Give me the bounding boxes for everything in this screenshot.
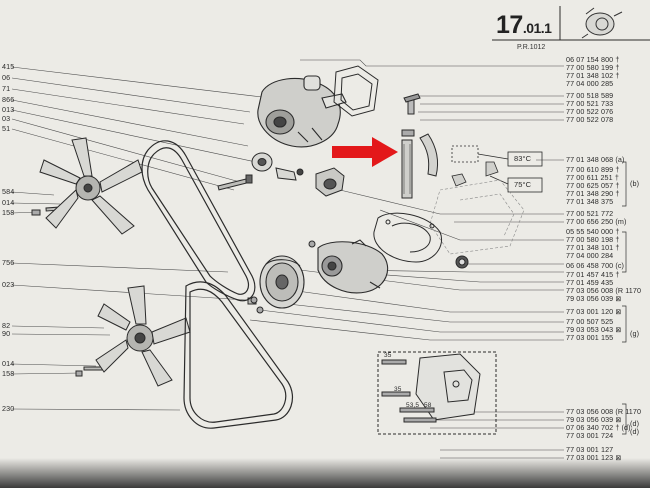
bolt-size: 35 bbox=[394, 386, 402, 393]
part-number: 77 03 001 155 bbox=[566, 333, 614, 342]
bolt-size: 58 bbox=[424, 402, 432, 409]
coolant-hose-drawing bbox=[401, 93, 439, 199]
hardware-drawings bbox=[31, 209, 316, 377]
bolt-size: 53,5 bbox=[406, 402, 420, 409]
upper-drive-belt-drawing bbox=[141, 140, 256, 302]
variant-mark: (g) bbox=[630, 329, 640, 338]
variant-mark: (b) bbox=[630, 179, 640, 188]
part-number: 05 55 540 000 † bbox=[566, 227, 620, 236]
part-number: 77 01 348 101 † bbox=[566, 243, 620, 252]
part-number: 77 00 610 899 † bbox=[566, 165, 620, 174]
thermostat-housing-drawing bbox=[315, 167, 345, 197]
part-number: 77 03 001 123 ⊠ bbox=[566, 453, 622, 462]
pump-pulley-drawing bbox=[259, 255, 305, 309]
part-number: 77 01 348 290 † bbox=[566, 189, 620, 198]
left-ref: 584 bbox=[2, 187, 15, 196]
part-number: 06 06 458 700 (c) bbox=[566, 261, 625, 270]
mounting-bracket-drawing bbox=[377, 351, 497, 435]
upper-fan-drawing bbox=[39, 137, 143, 235]
part-number: 77 00 522 076 bbox=[566, 107, 614, 116]
part-number: 77 01 457 415 † bbox=[566, 270, 620, 279]
part-number: 77 00 656 250 (m) bbox=[566, 217, 627, 226]
left-ref: 866 bbox=[2, 95, 15, 104]
right-leader-lines bbox=[249, 59, 564, 459]
part-number: 77 03 001 724 bbox=[566, 431, 614, 440]
part-number: 77 00 518 589 bbox=[566, 91, 614, 100]
part-number: 06 07 154 800 † bbox=[566, 55, 620, 64]
left-ref: 03 bbox=[2, 114, 11, 123]
part-number: 79 03 053 043 ⊠ bbox=[566, 325, 622, 334]
pump-thumbnail-icon bbox=[581, 7, 623, 39]
left-ref: 158 bbox=[2, 369, 15, 378]
left-leader-lines bbox=[11, 66, 263, 411]
left-ref: 023 bbox=[2, 280, 15, 289]
part-number: 77 03 056 008 (R 1170 bbox=[566, 286, 642, 295]
radiator-ghost-drawing bbox=[429, 179, 525, 255]
variant-brackets bbox=[622, 161, 627, 435]
highlight-arrow bbox=[332, 137, 398, 167]
small-seal-drawing bbox=[455, 255, 469, 269]
part-number: 77 01 459 435 bbox=[566, 278, 614, 287]
part-number: 77 03 001 120 ⊠ bbox=[566, 307, 622, 316]
part-number: 07 06 340 702 † (d) bbox=[566, 423, 631, 432]
part-number: 77 00 521 772 bbox=[566, 209, 614, 218]
part-number: 77 00 580 198 † bbox=[566, 235, 620, 244]
part-number: 77 03 056 008 (R 1170 bbox=[566, 407, 642, 416]
thermostat-temp-83: 83°C bbox=[514, 154, 532, 163]
part-number: 79 03 056 039 ⊠ bbox=[566, 294, 622, 303]
part-number: 77 00 522 078 bbox=[566, 115, 614, 124]
part-number: 77 03 001 127 bbox=[566, 445, 614, 454]
part-number: 77 00 611 251 † bbox=[566, 173, 619, 182]
part-number: 77 04 000 284 bbox=[566, 251, 614, 260]
lower-water-pump-drawing bbox=[317, 239, 389, 294]
part-number: 77 01 348 102 † bbox=[566, 71, 620, 80]
part-number: 79 03 056 039 ⊠ bbox=[566, 415, 622, 424]
left-ref: 756 bbox=[2, 258, 15, 267]
part-number: 77 01 348 068 (a) bbox=[566, 155, 625, 164]
part-number: 77 00 521 733 bbox=[566, 99, 614, 108]
left-ref: 013 bbox=[2, 105, 15, 114]
thermostat-variant-boxes bbox=[451, 145, 543, 193]
variant-mark: (d) bbox=[630, 419, 640, 428]
part-number: 77 01 348 375 bbox=[566, 197, 614, 206]
variant-mark: (d) bbox=[630, 427, 640, 436]
lower-fan-drawing bbox=[95, 285, 191, 387]
left-ref: 158 bbox=[2, 208, 15, 217]
bolt-size: 35 bbox=[384, 352, 392, 359]
left-ref: 71 bbox=[2, 84, 11, 93]
lower-drive-belt-drawing bbox=[183, 281, 293, 429]
left-ref: 82 bbox=[2, 321, 11, 330]
pump-gasket-drawing bbox=[333, 65, 379, 117]
idler-pulley-drawing bbox=[251, 152, 304, 181]
upper-water-pump-drawing bbox=[257, 75, 347, 148]
thermostat-temp-75: 75°C bbox=[514, 180, 532, 189]
section-number: 17.01.1 bbox=[496, 11, 552, 39]
part-number: 77 00 507 525 bbox=[566, 317, 614, 326]
left-ref: 230 bbox=[2, 404, 15, 413]
pump-plate-drawing bbox=[373, 212, 442, 263]
left-ref: 014 bbox=[2, 359, 15, 368]
left-ref: 51 bbox=[2, 124, 11, 133]
part-number: 77 00 580 199 † bbox=[566, 63, 620, 72]
left-ref: 415 bbox=[2, 62, 15, 71]
left-ref: 014 bbox=[2, 198, 15, 207]
left-ref: 90 bbox=[2, 329, 11, 338]
header-frame bbox=[492, 6, 650, 41]
section-subref: P.R.1012 bbox=[517, 44, 546, 51]
left-ref: 06 bbox=[2, 73, 11, 82]
part-number: 77 04 000 285 bbox=[566, 79, 614, 88]
part-number: 77 00 625 057 † bbox=[566, 181, 620, 190]
